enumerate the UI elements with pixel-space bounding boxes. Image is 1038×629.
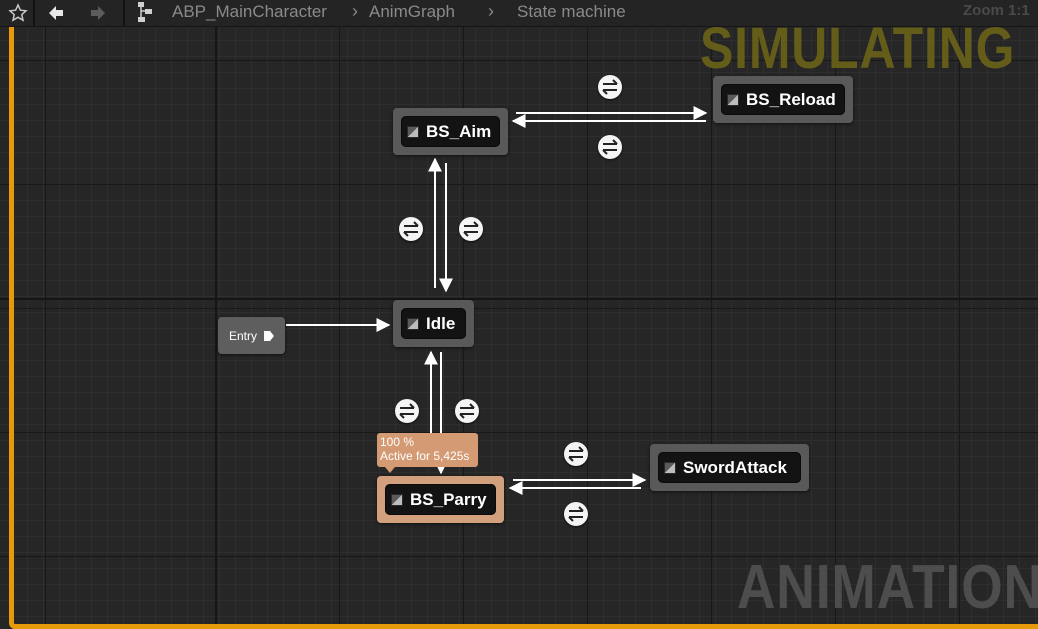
state-icon [727, 93, 739, 106]
transition-icon[interactable] [564, 442, 588, 466]
chevron-right-icon: › [352, 1, 358, 21]
entry-label: Entry [229, 328, 258, 343]
transition-icon[interactable] [598, 75, 622, 99]
breadcrumb-asset[interactable]: ABP_MainCharacter [172, 2, 327, 21]
transition-icon[interactable] [399, 217, 423, 241]
state-node-bs-aim[interactable]: BS_Aim [393, 108, 508, 155]
chevron-right-icon: › [488, 1, 494, 21]
active-state-tooltip: 100 % Active for 5,425s [377, 433, 478, 473]
breadcrumb-state-machine[interactable]: State machine [517, 2, 626, 21]
state-node-bs-reload[interactable]: BS_Reload [713, 76, 853, 123]
animation-watermark: ANIMATION [737, 553, 1038, 622]
state-icon [664, 461, 676, 474]
transition-icon[interactable] [455, 399, 479, 423]
entry-node[interactable]: Entry [218, 317, 285, 354]
transition-icon[interactable] [564, 502, 588, 526]
state-label: BS_Reload [746, 89, 836, 109]
active-duration: Active for 5,425s [380, 449, 470, 463]
state-node-idle[interactable]: Idle [393, 300, 474, 347]
back-arrow-icon[interactable] [42, 0, 70, 26]
state-label: SwordAttack [683, 457, 787, 477]
state-label: BS_Aim [426, 121, 492, 141]
zoom-level: Zoom 1:1 [963, 2, 1030, 19]
hierarchy-icon[interactable] [131, 0, 159, 26]
state-icon [407, 317, 419, 330]
state-icon [391, 493, 403, 506]
graph-toolbar: ABP_MainCharacter › AnimGraph › State ma… [0, 0, 1038, 27]
state-icon [407, 125, 419, 138]
entry-pin-icon[interactable] [262, 329, 276, 343]
state-node-bs-parry[interactable]: BS_Parry [377, 476, 504, 523]
transition-icon[interactable] [459, 217, 483, 241]
star-icon[interactable] [4, 0, 32, 26]
transition-icon[interactable] [395, 399, 419, 423]
active-weight: 100 % [380, 435, 415, 449]
state-label: BS_Parry [410, 489, 487, 509]
state-label: Idle [426, 313, 456, 333]
forward-arrow-icon[interactable] [84, 0, 112, 26]
state-node-sword-attack[interactable]: SwordAttack [650, 444, 809, 491]
breadcrumb-animgraph[interactable]: AnimGraph [369, 2, 455, 21]
transition-icon[interactable] [598, 135, 622, 159]
